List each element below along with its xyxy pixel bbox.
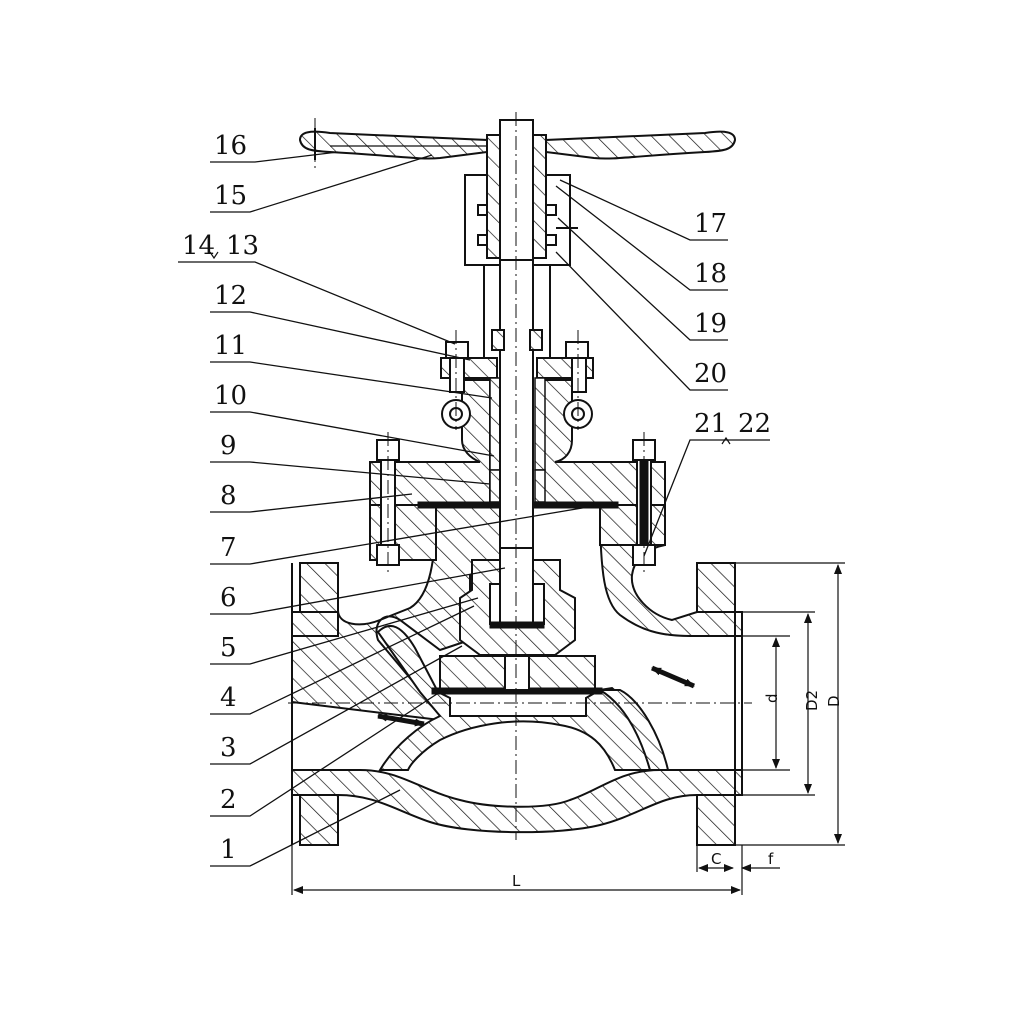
- callout-labels: 16 15 14 13 12 11 10 9 8 7 6 5 4 3 2 1 1…: [182, 131, 771, 865]
- flow-arrows: [377, 665, 695, 727]
- centerlines: [288, 112, 752, 840]
- callout-9: 9: [220, 431, 237, 461]
- callout-10: 10: [214, 381, 247, 411]
- dim-label-f: f: [768, 850, 774, 868]
- callout-6: 6: [220, 583, 237, 613]
- callout-4: 4: [220, 683, 237, 713]
- dim-label-d: d: [763, 693, 781, 703]
- disc-assembly: [431, 547, 603, 695]
- callout-8: 8: [220, 481, 237, 511]
- callout-21: 21: [694, 409, 727, 439]
- callout-14: 14: [182, 231, 215, 261]
- callout-15: 15: [214, 181, 247, 211]
- handwheel: [298, 128, 737, 160]
- leader-lines: [178, 151, 770, 867]
- callout-11: 11: [214, 331, 247, 361]
- callout-13: 13: [226, 231, 259, 261]
- dimension-lines: [291, 562, 845, 895]
- callout-16: 16: [214, 131, 247, 161]
- callout-7: 7: [220, 533, 237, 563]
- callout-3: 3: [220, 733, 237, 763]
- callout-22: 22: [738, 409, 771, 439]
- callout-2: 2: [220, 785, 237, 815]
- callout-20: 20: [694, 359, 727, 389]
- dim-label-C: C: [711, 850, 721, 868]
- callout-18: 18: [694, 259, 727, 289]
- callout-12: 12: [214, 281, 247, 311]
- callout-1: 1: [220, 835, 237, 865]
- callout-19: 19: [694, 309, 727, 339]
- dim-label-D: D: [825, 695, 843, 707]
- dim-label-D2: D2: [803, 690, 821, 711]
- callout-5: 5: [220, 633, 237, 663]
- dim-label-L: L: [512, 872, 521, 890]
- callout-17: 17: [694, 209, 727, 239]
